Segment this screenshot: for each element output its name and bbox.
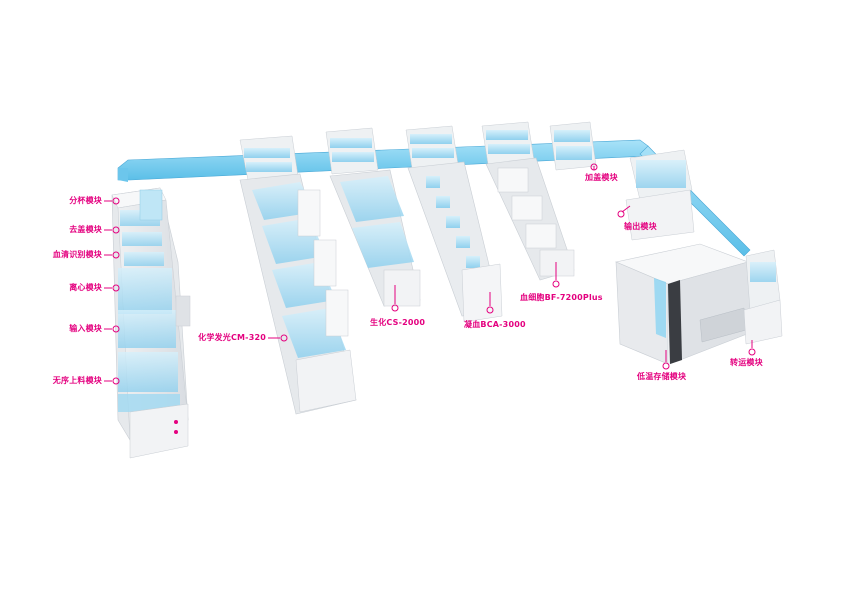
label-shuru-module: 输入模块 [69, 324, 102, 333]
marker-diwen [662, 350, 670, 370]
label-lixin-module: 离心模块 [69, 283, 102, 292]
bf7200-analyzer [481, 121, 575, 281]
cold-storage-module [615, 243, 753, 365]
label-bf7200: 血细胞BF-7200Plus [520, 293, 603, 302]
label-fenbei-module: 分杯模块 [69, 196, 102, 205]
marker-wuxu [104, 377, 120, 385]
marker-bca3000 [486, 292, 494, 314]
label-zhuanyun-module: 转运模块 [730, 358, 763, 367]
cm320-analyzer [239, 135, 357, 415]
label-diwen-module: 低温存储模块 [637, 372, 687, 381]
output-module [625, 149, 695, 241]
marker-shuru [104, 325, 120, 333]
marker-cs2000 [391, 285, 399, 312]
callout-markers [104, 163, 756, 385]
label-jiagai-module: 加盖模块 [585, 173, 618, 182]
label-bca3000: 凝血BCA-3000 [464, 320, 526, 329]
input-line-module [111, 187, 191, 459]
label-cs2000: 生化CS-2000 [370, 318, 426, 327]
cs2000-analyzer [325, 127, 421, 307]
recapper-module [549, 121, 597, 171]
label-qugai-module: 去盖模块 [69, 225, 102, 234]
label-wuxu-module: 无序上料模块 [52, 376, 102, 385]
label-shuchu-module: 输出模块 [624, 222, 657, 231]
marker-qugai [104, 226, 120, 234]
marker-lixin [104, 284, 120, 292]
marker-xueqing [104, 251, 120, 259]
label-xueqing-module: 血清识别模块 [52, 250, 102, 259]
marker-zhuanyun [748, 340, 756, 356]
marker-bf7200 [552, 262, 560, 288]
transfer-module [743, 249, 783, 345]
marker-jiagai [590, 163, 598, 171]
marker-fenbei [104, 197, 120, 205]
marker-shuchu [617, 205, 631, 218]
label-cm320: 化学发光CM-320 [198, 333, 266, 342]
marker-cm320 [268, 334, 288, 342]
